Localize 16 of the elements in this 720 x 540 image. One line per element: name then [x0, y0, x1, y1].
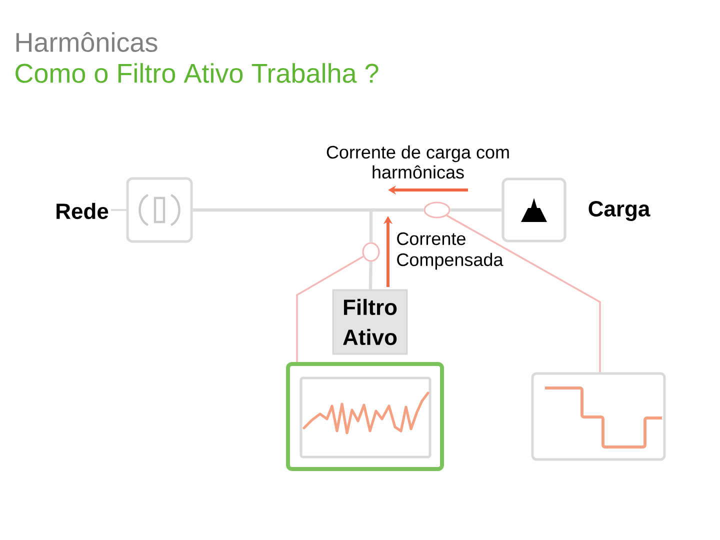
connector-line: [368, 262, 372, 290]
connector-line: [450, 208, 502, 212]
connector-line: [369, 210, 373, 242]
load-label: Carga: [588, 200, 650, 221]
connector-line: [192, 208, 424, 212]
subtitle: Como o Filtro Ativo Trabalha ?: [16, 63, 378, 83]
current-sensor: [362, 242, 380, 262]
title: Harmônicas: [16, 32, 158, 52]
connector-line: [296, 256, 364, 362]
source-label: Rede: [56, 202, 108, 220]
current-sensor: [424, 202, 450, 218]
annotation-text: Corrente de carga com harmônicas: [326, 145, 509, 179]
annotation-text: Corrente Compensada: [397, 232, 504, 270]
connector-line: [446, 214, 601, 372]
waveform-display: [531, 372, 666, 461]
filter-box: Filtro Ativo: [332, 289, 408, 355]
